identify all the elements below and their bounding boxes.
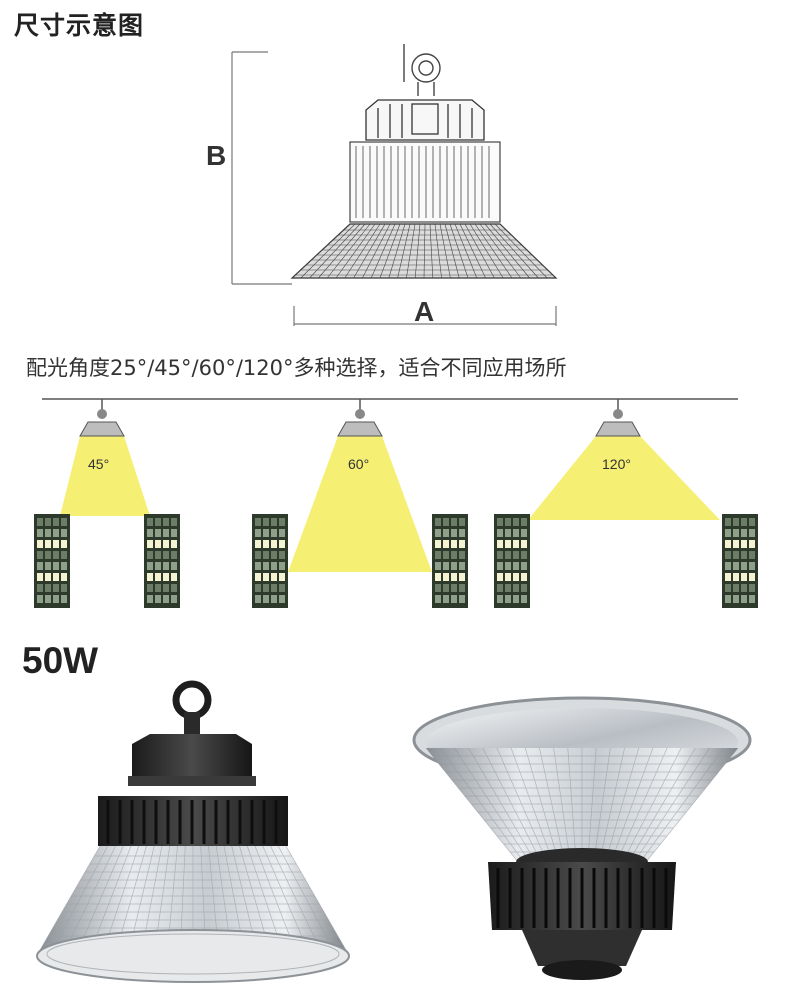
beam-angle-label-60: 60°: [348, 456, 370, 472]
shelf-rack-icon: [432, 514, 468, 608]
width-label: A: [414, 296, 435, 327]
lamp-icon-45: [79, 399, 125, 437]
driver-cap-drawing: [365, 99, 485, 141]
reflector-drawing: [290, 223, 558, 279]
beam-angle-label-120: 120°: [602, 456, 631, 472]
height-label: B: [206, 140, 227, 171]
wattage-label: 50W: [22, 640, 99, 681]
width-dimension-line: [293, 306, 557, 326]
beam-angle-label-45: 45°: [88, 456, 110, 472]
shelf-rack-icon: [144, 514, 180, 608]
shelf-rack-icon: [494, 514, 530, 608]
beam-angle-caption: 配光角度25°/45°/60°/120°多种选择，适合不同应用场所: [26, 356, 567, 380]
beam-cone-120: [528, 436, 720, 520]
hanging-ring-drawing: [403, 44, 441, 96]
beam-cone-60: [288, 436, 432, 572]
shelf-rack-icon: [34, 514, 70, 608]
height-dimension-line: [231, 51, 292, 285]
lamp-photo-inverted-view: [412, 696, 752, 980]
lamp-icon-60: [337, 399, 383, 437]
shelf-rack-icon: [252, 514, 288, 608]
page-title: 尺寸示意图: [14, 11, 145, 40]
shelf-rack-icon: [722, 514, 758, 608]
lamp-photo-side-view: [36, 680, 350, 983]
lamp-icon-120: [595, 399, 641, 437]
beam-cone-45: [60, 436, 150, 516]
